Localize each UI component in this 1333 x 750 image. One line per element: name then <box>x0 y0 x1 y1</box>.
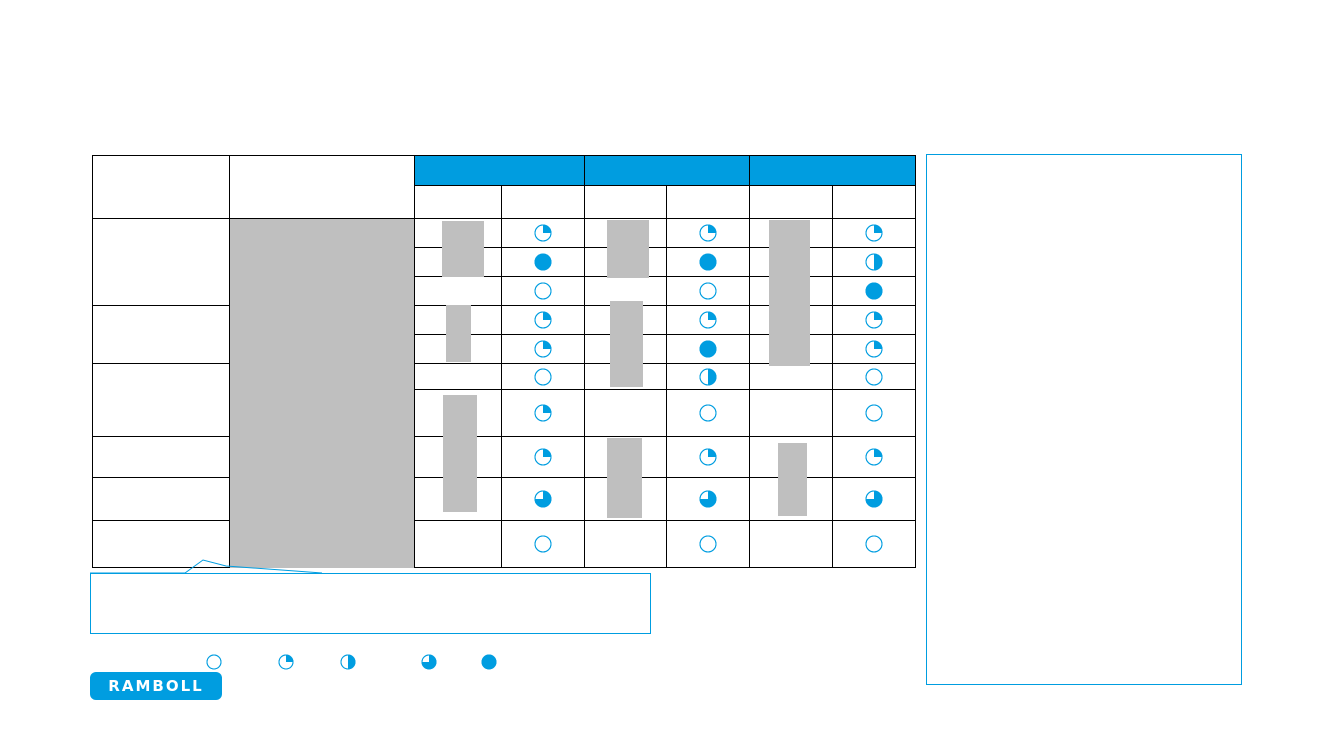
harvey-ball-icon <box>667 253 749 271</box>
legend-harvey-ball-icon <box>206 654 222 670</box>
legend-harvey-ball-icon <box>278 654 294 670</box>
rating-cell <box>501 334 585 364</box>
harvey-ball-icon <box>667 490 749 508</box>
category-cell-3 <box>92 363 230 437</box>
harvey-ball-icon <box>833 490 915 508</box>
placeholder-block <box>769 220 810 366</box>
legend-harvey-ball-icon <box>340 654 356 670</box>
category-cell-6 <box>92 520 230 568</box>
subheader-3b <box>832 185 916 219</box>
placeholder-block <box>607 220 649 278</box>
category-cell-5 <box>92 477 230 521</box>
harvey-ball-icon <box>667 535 749 553</box>
rating-cell <box>501 305 585 335</box>
harvey-ball-icon <box>667 448 749 466</box>
placeholder-block <box>610 301 643 387</box>
placeholder-block <box>607 438 642 518</box>
ramboll-logo: RAMBOLL <box>90 672 222 700</box>
placeholder-block <box>443 395 477 512</box>
rating-cell <box>666 436 750 478</box>
header-cell-category <box>92 155 230 219</box>
harvey-ball-icon <box>667 368 749 386</box>
rating-cell <box>501 276 585 306</box>
rating-cell <box>501 520 585 568</box>
harvey-ball-icon <box>833 311 915 329</box>
harvey-ball-icon <box>667 404 749 422</box>
legend-harvey-ball-icon <box>421 654 437 670</box>
harvey-ball-icon <box>502 340 584 358</box>
placeholder-block <box>778 443 807 516</box>
placeholder-block <box>442 221 484 277</box>
description-placeholder <box>229 218 415 568</box>
subheader-3a <box>749 185 833 219</box>
subheader-2b <box>666 185 750 219</box>
group-header-2 <box>584 155 750 186</box>
harvey-ball-icon <box>502 448 584 466</box>
harvey-ball-icon <box>502 535 584 553</box>
cell-g2a-r10 <box>584 520 667 568</box>
rating-cell <box>832 436 916 478</box>
harvey-ball-icon <box>502 282 584 300</box>
rating-cell <box>832 520 916 568</box>
harvey-ball-icon <box>667 311 749 329</box>
rating-cell <box>832 334 916 364</box>
harvey-ball-icon <box>502 224 584 242</box>
side-panel-box <box>926 154 1242 685</box>
cell-g3a-r7 <box>749 389 833 437</box>
subheader-1b <box>501 185 585 219</box>
harvey-ball-icon <box>502 368 584 386</box>
harvey-ball-icon <box>833 282 915 300</box>
harvey-ball-icon <box>833 448 915 466</box>
harvey-ball-icon <box>502 404 584 422</box>
rating-cell <box>501 477 585 521</box>
harvey-ball-icon <box>667 224 749 242</box>
rating-cell <box>666 334 750 364</box>
harvey-ball-icon <box>502 311 584 329</box>
harvey-ball-icon <box>833 340 915 358</box>
cell-g3a-r6 <box>749 363 833 390</box>
subheader-1a <box>414 185 502 219</box>
rating-cell <box>501 363 585 390</box>
placeholder-block <box>446 305 471 362</box>
rating-cell <box>501 218 585 248</box>
legend-harvey-ball-icon <box>481 654 497 670</box>
rating-cell <box>832 389 916 437</box>
group-header-3 <box>749 155 916 186</box>
cell-g1a-r10 <box>414 520 502 568</box>
note-box <box>90 573 651 634</box>
rating-cell <box>501 436 585 478</box>
cell-g1a-r3 <box>414 276 502 306</box>
rating-cell <box>832 247 916 277</box>
harvey-ball-icon <box>502 490 584 508</box>
harvey-ball-icon <box>502 253 584 271</box>
harvey-ball-icon <box>833 404 915 422</box>
rating-cell <box>832 305 916 335</box>
rating-cell <box>666 389 750 437</box>
harvey-ball-icon <box>667 282 749 300</box>
category-cell-1 <box>92 218 230 306</box>
rating-cell <box>666 520 750 568</box>
harvey-ball-icon <box>833 253 915 271</box>
harvey-ball-icon <box>833 535 915 553</box>
harvey-ball-icon <box>833 224 915 242</box>
header-cell-description <box>229 155 415 219</box>
harvey-ball-icon <box>667 340 749 358</box>
harvey-ball-icon <box>833 368 915 386</box>
